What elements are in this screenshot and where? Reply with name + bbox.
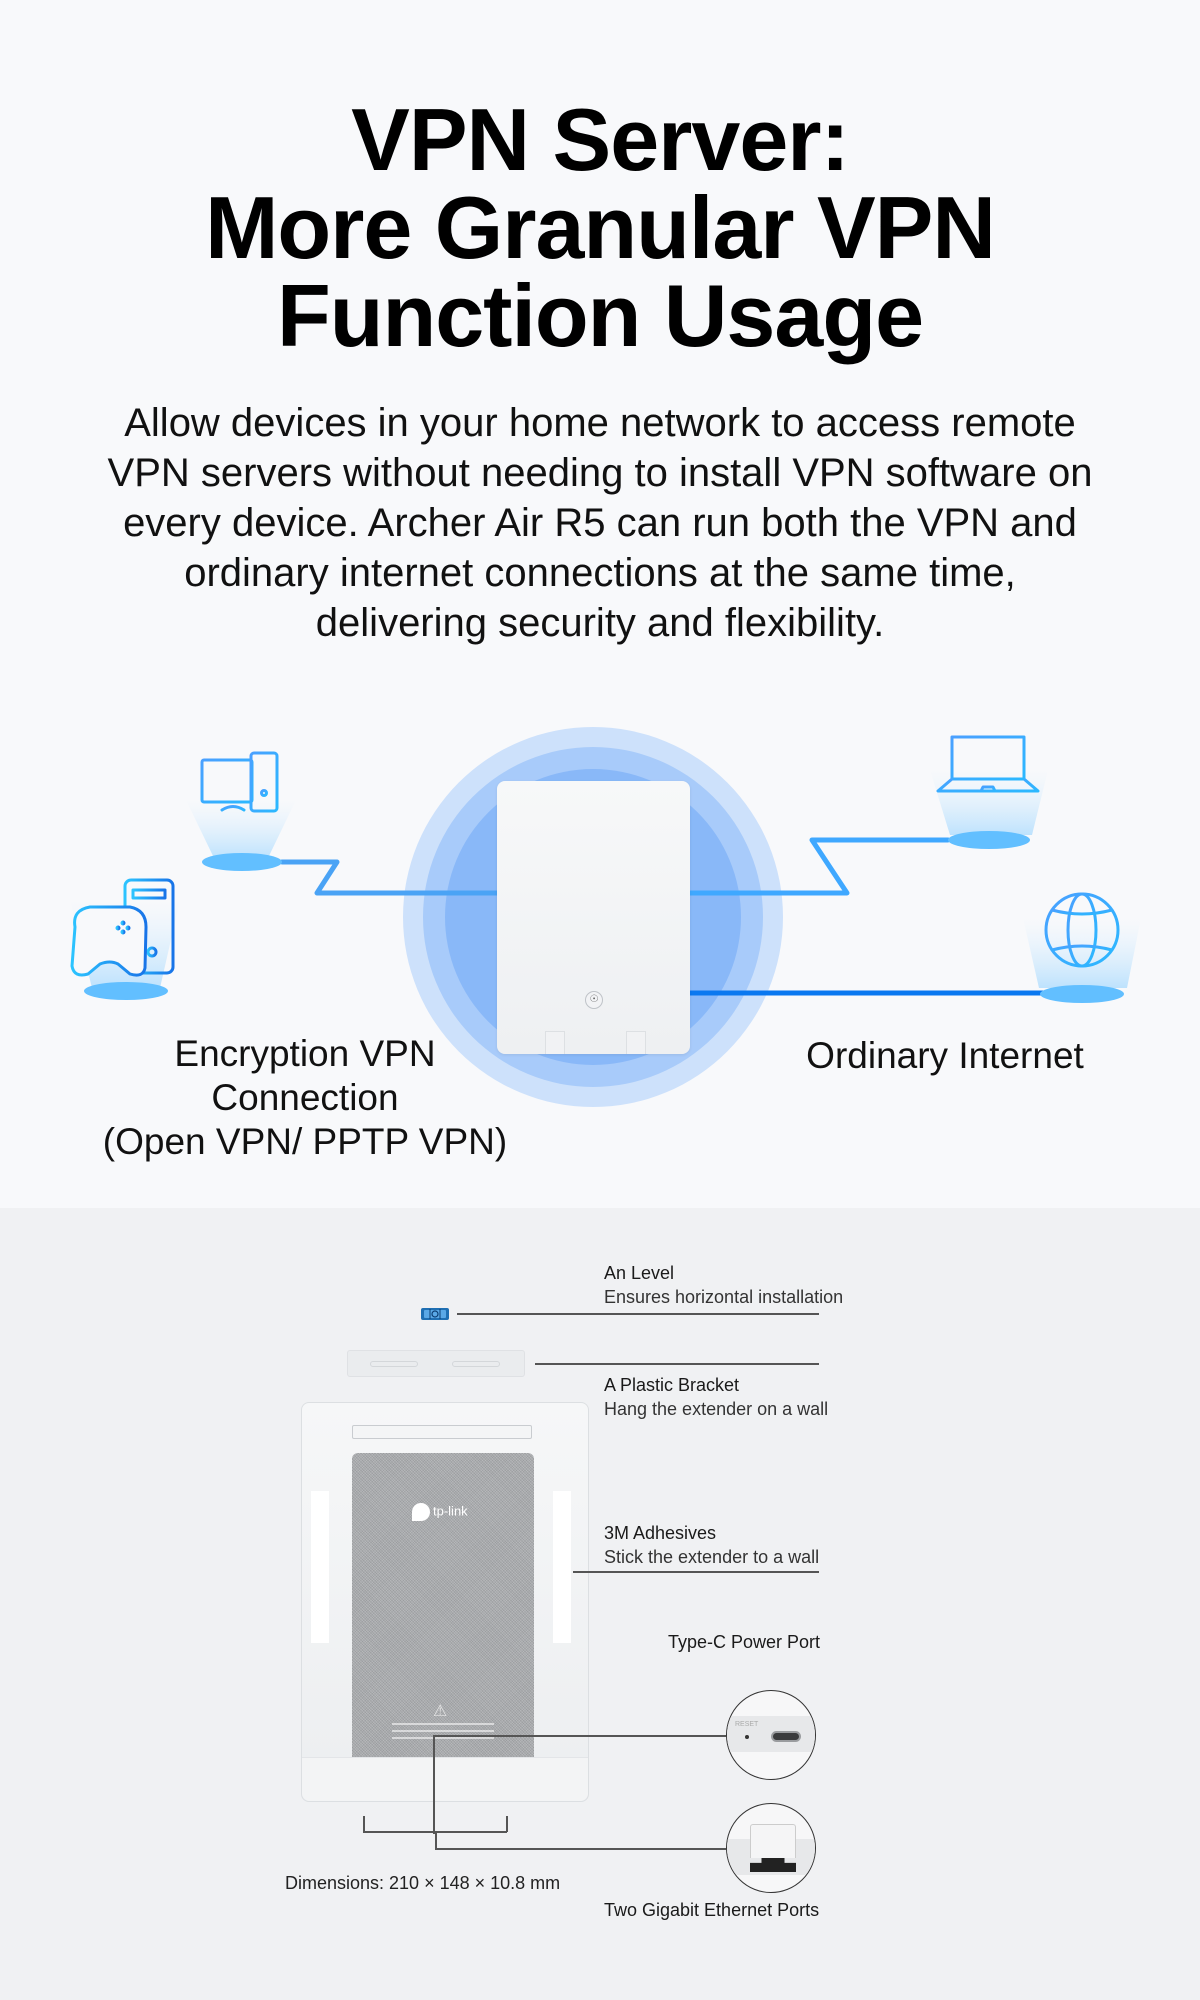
- vpn-feature-section: VPN Server: More Granular VPN Function U…: [0, 95, 1200, 1164]
- label-line: (Open VPN/ PPTP VPN): [102, 1121, 508, 1162]
- power-leader-line: [433, 1735, 726, 1737]
- laptop-icon: [930, 735, 1048, 849]
- callout-title: Two Gigabit Ethernet Ports: [604, 1900, 820, 1920]
- plastic-bracket: [347, 1350, 525, 1377]
- game-console-icon: [70, 878, 180, 1000]
- callout-level: An Level Ensures horizontal installation: [604, 1261, 843, 1309]
- connection-lines: [157, 837, 1046, 996]
- desktop-computer-icon: [186, 751, 296, 871]
- device-label-texture: [392, 1723, 494, 1739]
- adhesive-leader-line: [573, 1571, 819, 1573]
- callout-ethernet-ports: Two Gigabit Ethernet Ports: [604, 1898, 819, 1922]
- callout-title: A Plastic Bracket: [604, 1375, 740, 1395]
- title-line: VPN Server:: [351, 90, 850, 189]
- wall-plate: tp-link ⚠: [301, 1402, 589, 1802]
- vpn-connection-label: Encryption VPN Connection (Open VPN/ PPT…: [80, 1032, 530, 1164]
- label-line: Connection: [211, 1077, 399, 1118]
- hardware-section: An Level Ensures horizontal installation…: [0, 1208, 1200, 2000]
- reset-label: RESET: [735, 1721, 759, 1728]
- tp-link-logo-icon: ☉: [585, 991, 603, 1009]
- ethernet-port-zoom: [726, 1803, 816, 1893]
- globe-icon: [1023, 892, 1141, 1003]
- feature-description: Allow devices in your home network to ac…: [107, 401, 1093, 645]
- callout-subtitle: Hang the extender on a wall: [604, 1399, 829, 1419]
- bracket-leader-line: [535, 1363, 819, 1365]
- ethernet-leader-line: [435, 1848, 726, 1850]
- ethernet-port-icon: [750, 1858, 796, 1872]
- type-c-port-zoom: RESET: [726, 1690, 816, 1780]
- callout-subtitle: Ensures horizontal installation: [604, 1287, 844, 1307]
- callout-title: Type-C Power Port: [668, 1632, 821, 1652]
- router-device: ☉: [497, 781, 690, 1054]
- usb-c-port-icon: [771, 1731, 801, 1742]
- vpn-network-diagram: ☉: [0, 720, 1200, 1140]
- label-line: Encryption VPN: [174, 1033, 436, 1074]
- router-back-fabric: tp-link ⚠: [352, 1453, 534, 1769]
- adhesive-strip: [553, 1491, 571, 1643]
- callout-title: 3M Adhesives: [604, 1523, 717, 1543]
- reset-button: [745, 1735, 749, 1739]
- mount-tab: [626, 1031, 646, 1054]
- callout-subtitle: Stick the extender to a wall: [604, 1547, 820, 1567]
- brand-logo: tp-link: [412, 1503, 468, 1521]
- callout-bracket: A Plastic Bracket Hang the extender on a…: [604, 1373, 828, 1421]
- title-line: Function Usage: [276, 266, 924, 365]
- adhesive-strip: [311, 1491, 329, 1643]
- callout-title: An Level: [604, 1263, 675, 1283]
- level-leader-line: [457, 1313, 819, 1315]
- spirit-level-icon: [421, 1308, 449, 1320]
- title-line: More Granular VPN: [205, 178, 996, 277]
- ordinary-internet-label: Ordinary Internet: [806, 1035, 1084, 1076]
- callout-power-port: Type-C Power Port: [668, 1630, 820, 1654]
- dimensions-label: Dimensions: 210 × 148 × 10.8 mm: [285, 1873, 561, 1893]
- callout-adhesives: 3M Adhesives Stick the extender to a wal…: [604, 1521, 819, 1569]
- page-title: VPN Server: More Granular VPN Function U…: [0, 96, 1200, 360]
- warning-icon: ⚠: [433, 1703, 448, 1720]
- mount-tab: [545, 1031, 565, 1054]
